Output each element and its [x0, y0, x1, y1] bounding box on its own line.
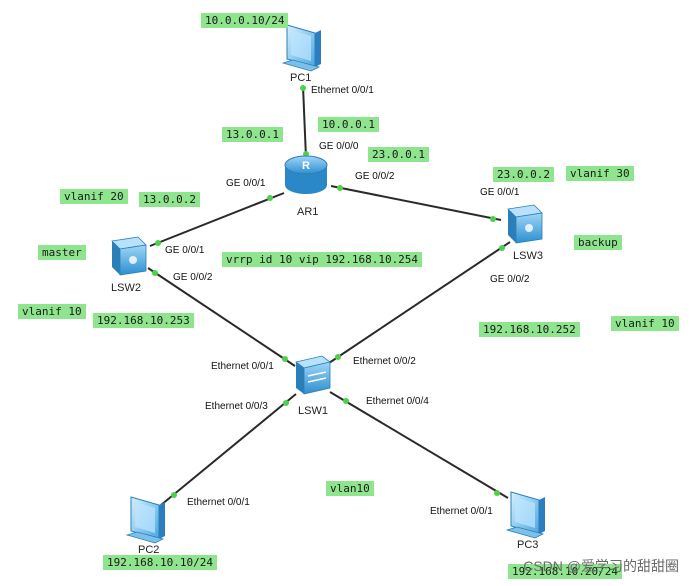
- port-dot-pc2: [171, 492, 177, 498]
- port-label-lsw1-e4: Ethernet 0/0/4: [366, 396, 429, 407]
- device-label-pc1: PC1: [290, 72, 312, 84]
- tag-lsw3-backup: backup: [574, 235, 622, 250]
- port-dot-ar1-g1: [267, 195, 273, 201]
- port-dot-lsw1-e3: [283, 400, 289, 406]
- port-label-lsw1-e1: Ethernet 0/0/1: [211, 361, 274, 372]
- port-label-lsw2-g2: GE 0/0/2: [173, 272, 213, 283]
- lsw2-switch-icon[interactable]: [111, 236, 147, 276]
- device-label-pc3: PC3: [517, 539, 539, 551]
- device-label-ar1: AR1: [297, 206, 319, 218]
- port-dot-lsw3-g1: [490, 216, 496, 222]
- port-label-ar1-g0: GE 0/0/0: [319, 141, 359, 152]
- tag-lsw2-vlanif20: vlanif 20: [60, 189, 128, 204]
- tag-pc2-ip: 192.168.10.10/24: [103, 555, 217, 570]
- link-lsw2-lsw1: [147, 267, 296, 367]
- port-label-lsw3-g2: GE 0/0/2: [490, 274, 530, 285]
- device-label-lsw3: LSW3: [513, 250, 543, 262]
- port-label-ar1-g1: GE 0/0/1: [226, 178, 266, 189]
- device-label-pc2: PC2: [138, 544, 160, 556]
- tag-pc1-ip: 10.0.0.10/24: [201, 13, 289, 28]
- port-label-pc1: Ethernet 0/0/1: [311, 85, 374, 96]
- tag-vrrp: vrrp id 10 vip 192.168.10.254: [222, 252, 423, 267]
- port-dot-lsw3-g2: [499, 245, 505, 251]
- port-label-lsw1-e3: Ethernet 0/0/3: [205, 401, 268, 412]
- port-label-pc2: Ethernet 0/0/1: [187, 497, 250, 508]
- tag-ar1-ip10: 10.0.0.1: [318, 117, 379, 132]
- link-pc1-ar1: [302, 85, 307, 159]
- port-dot-lsw1-e2: [335, 354, 341, 360]
- pc3-icon[interactable]: [505, 491, 545, 539]
- port-dot-ar1-g2: [337, 185, 343, 191]
- device-label-lsw2: LSW2: [111, 282, 141, 294]
- svg-text:R: R: [302, 160, 310, 172]
- port-label-ar1-g2: GE 0/0/2: [355, 171, 395, 182]
- pc2-icon[interactable]: [125, 496, 165, 544]
- port-label-lsw2-g1: GE 0/0/1: [165, 245, 205, 256]
- device-label-lsw1: LSW1: [298, 405, 328, 417]
- tag-vlan10: vlan10: [326, 481, 374, 496]
- port-dot-lsw1-e1: [282, 356, 288, 362]
- link-lsw3-lsw1: [325, 241, 511, 366]
- port-label-lsw1-e2: Ethernet 0/0/2: [353, 356, 416, 367]
- pc1-icon[interactable]: [281, 24, 321, 72]
- tag-lsw2-ip13: 13.0.0.2: [139, 192, 200, 207]
- port-label-pc3: Ethernet 0/0/1: [430, 506, 493, 517]
- port-dot-pc1: [300, 85, 306, 91]
- tag-lsw2-vlanif10: vlanif 10: [18, 304, 86, 319]
- port-dot-lsw2-g1: [155, 240, 161, 246]
- link-ar1-lsw2: [149, 192, 285, 247]
- tag-lsw3-vlanif10: vlanif 10: [611, 316, 679, 331]
- lsw3-switch-icon[interactable]: [507, 204, 543, 244]
- links: [147, 85, 511, 506]
- lsw1-switch-icon[interactable]: [295, 355, 331, 395]
- port-dot-pc3: [494, 490, 500, 496]
- port-dot-lsw1-e4: [343, 398, 349, 404]
- tag-lsw3-ip23: 23.0.0.2: [493, 167, 554, 182]
- router-icon[interactable]: R: [284, 155, 328, 194]
- port-label-lsw3-g1: GE 0/0/1: [480, 187, 520, 198]
- port-dots: [152, 85, 505, 498]
- link-ar1-lsw3: [330, 185, 502, 221]
- port-dot-lsw2-g2: [152, 270, 158, 276]
- tag-lsw2-ip: 192.168.10.253: [93, 313, 194, 328]
- tag-pc3-ip: 192.168.10.20/24: [508, 564, 622, 579]
- port-dot-ar1-g0: [303, 151, 309, 157]
- link-lsw1-pc2: [160, 393, 297, 506]
- tag-lsw3-ip: 192.168.10.252: [479, 322, 580, 337]
- tag-lsw2-master: master: [38, 245, 86, 260]
- tag-ar1-ip23: 23.0.0.1: [368, 147, 429, 162]
- watermark: CSDN @爱学习的甜甜圈: [523, 558, 679, 574]
- link-lsw1-pc3: [329, 391, 509, 499]
- tag-ar1-net13: 13.0.0.1: [222, 127, 283, 142]
- tag-lsw3-vlanif30: vlanif 30: [566, 166, 634, 181]
